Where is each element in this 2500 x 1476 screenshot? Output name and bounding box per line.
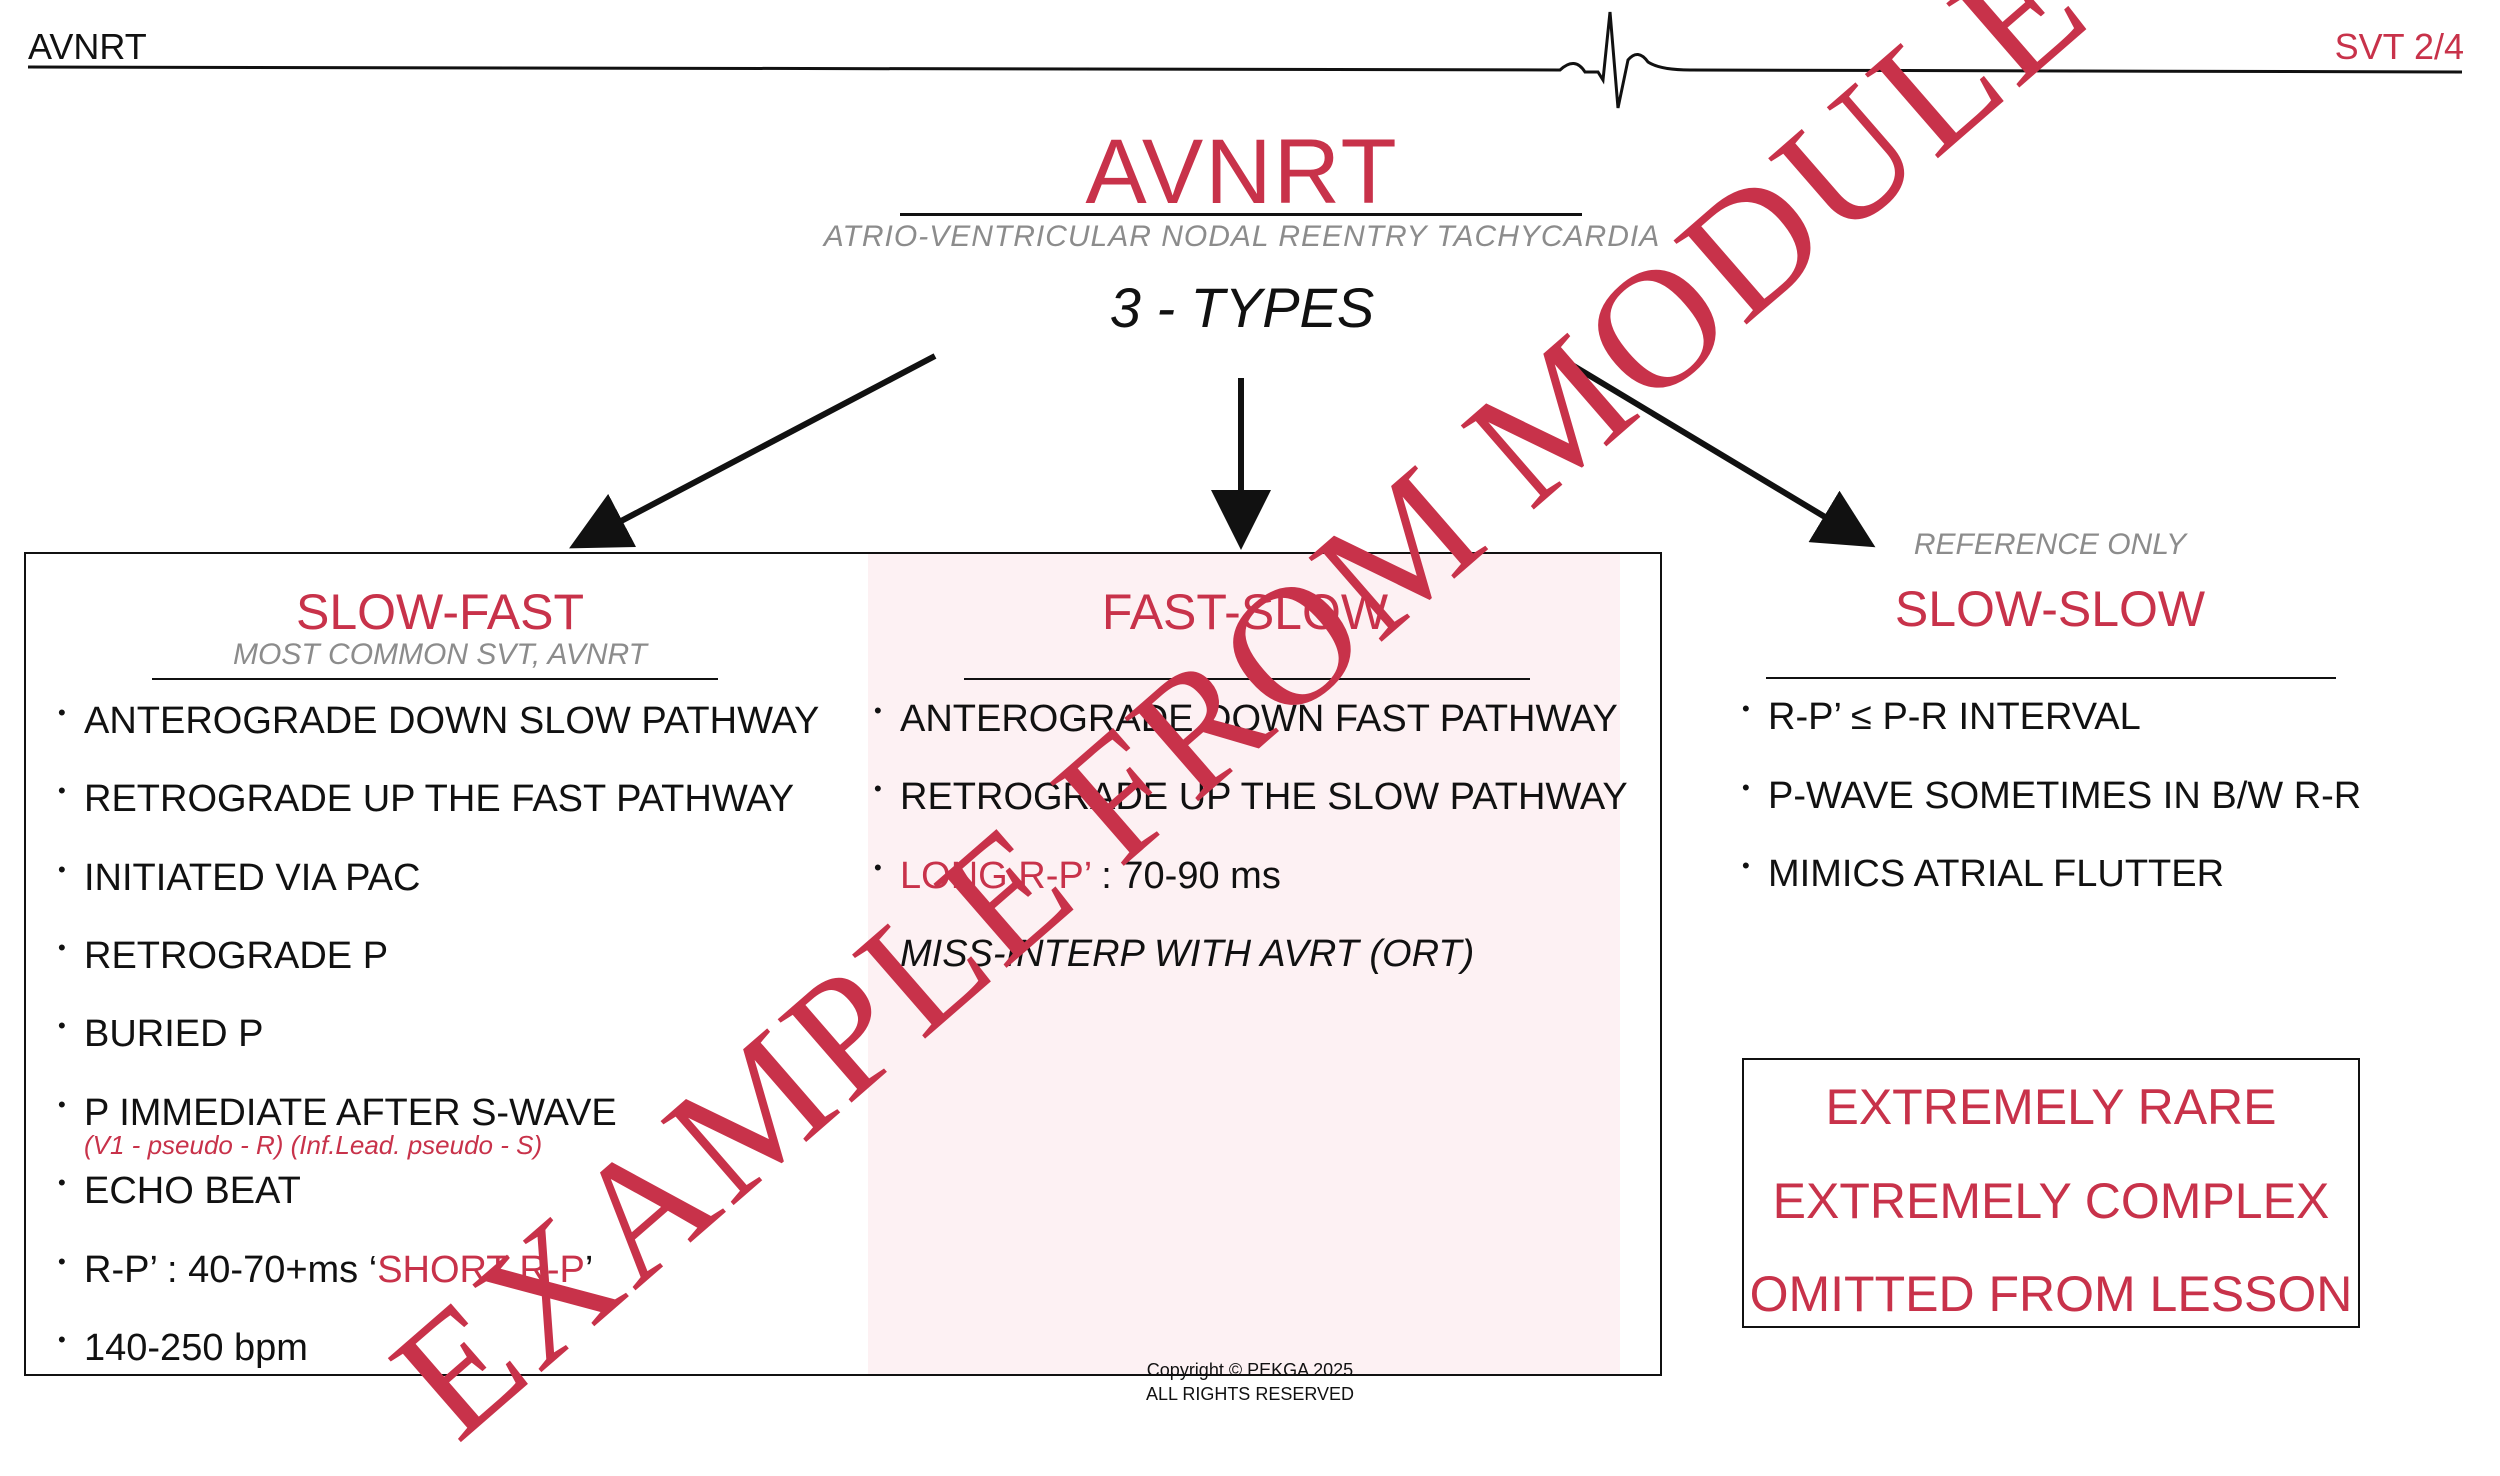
list-item: ECHO BEAT [84, 1170, 301, 1212]
list-item: RETROGRADE UP THE SLOW PATHWAY [900, 776, 1628, 818]
header-section-label: AVNRT [28, 26, 147, 67]
list-item-long-rp: LONG R-P’ : 70-90 ms [900, 855, 1281, 897]
title-underline [900, 213, 1582, 216]
copyright-line: Copyright © PEKGA 2025 [1146, 1360, 1354, 1380]
slow-fast-rule [152, 678, 718, 680]
list-item: ANTEROGRADE DOWN FAST PATHWAY [900, 698, 1618, 740]
notice-line: OMITTED FROM LESSON [1749, 1266, 2353, 1322]
slow-fast-subtitle: MOST COMMON SVT, AVNRT [233, 638, 647, 671]
slow-fast-title: SLOW-FAST [295, 584, 584, 640]
list-item: RETROGRADE P [84, 935, 389, 977]
fast-slow-rule [964, 678, 1530, 680]
list-item-rp: R-P’ : 40-70+ms ‘SHORT R-P’ [84, 1249, 594, 1291]
ecg-header-line [27, 11, 2463, 109]
page-title: AVNRT [1085, 121, 1399, 223]
reference-only-label: REFERENCE ONLY [1913, 528, 2187, 561]
lead-note: (V1 - pseudo - R) (Inf.Lead. pseudo - S) [84, 1130, 543, 1160]
fast-slow-title: FAST-SLOW [1101, 584, 1389, 640]
page-subtitle: ATRIO-VENTRICULAR NODAL REENTRY TACHYCAR… [823, 220, 1661, 253]
list-item-misinterp: MISS-INTERP WITH AVRT (ORT) [900, 933, 1475, 975]
types-label: 3 - TYPES [1109, 276, 1375, 339]
notice-line: EXTREMELY RARE [1825, 1079, 2277, 1135]
arrow-right [1555, 353, 1876, 548]
long-rp-label: LONG R-P’ [900, 855, 1091, 897]
main-box [24, 552, 1662, 1376]
copyright-rights: ALL RIGHTS RESERVED [1145, 1384, 1355, 1404]
header-page-indicator: SVT 2/4 [2334, 26, 2464, 67]
list-item: RETROGRADE UP THE FAST PATHWAY [84, 778, 795, 820]
list-item: R-P’ ≤ P-R INTERVAL [1768, 696, 2141, 738]
list-item: P-WAVE SOMETIMES IN B/W R-R [1768, 775, 2362, 817]
notice-line: EXTREMELY COMPLEX [1772, 1173, 2330, 1229]
list-item: MIMICS ATRIAL FLUTTER [1768, 853, 2225, 895]
list-item: INITIATED VIA PAC [84, 857, 421, 899]
list-item: ANTEROGRADE DOWN SLOW PATHWAY [84, 700, 820, 742]
omitted-notice-box: EXTREMELY RARE EXTREMELY COMPLEX OMITTED… [1742, 1058, 2360, 1328]
list-item: BURIED P [84, 1013, 264, 1055]
arrow-left [569, 353, 937, 549]
list-item: P IMMEDIATE AFTER S-WAVE [84, 1092, 617, 1134]
fast-slow-panel [868, 554, 1620, 1374]
slow-slow-title: SLOW-SLOW [1894, 581, 2206, 637]
slow-slow-rule [1766, 677, 2336, 679]
decorations [27, 11, 2463, 550]
list-item: 140-250 bpm [84, 1327, 308, 1369]
short-rp-label: SHORT R-P [377, 1249, 585, 1291]
